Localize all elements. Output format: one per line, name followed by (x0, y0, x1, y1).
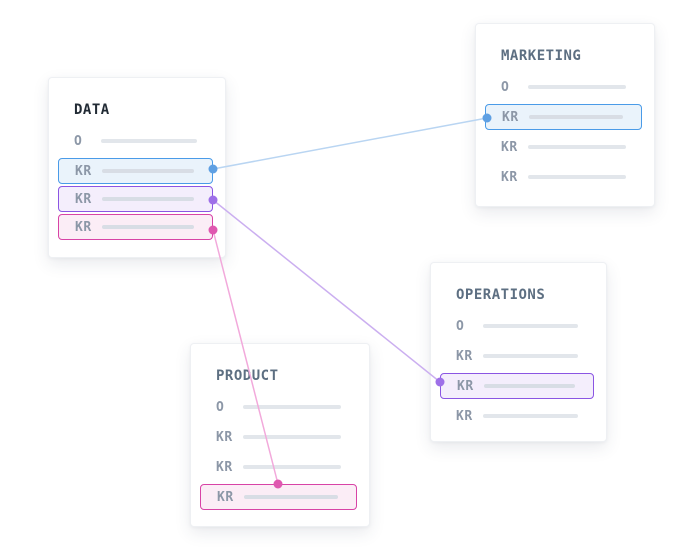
placeholder-bar (529, 115, 623, 119)
key-result-row[interactable]: KR (501, 162, 629, 192)
row-label: KR (501, 169, 518, 185)
placeholder-bar (243, 435, 341, 439)
row-label: KR (501, 139, 518, 155)
key-result-row[interactable]: KR (58, 186, 213, 212)
placeholder-bar (101, 139, 197, 143)
placeholder-bar (528, 145, 626, 149)
row-label: KR (217, 489, 234, 505)
objective-row[interactable]: O (456, 311, 581, 341)
key-result-row[interactable]: KR (456, 401, 581, 431)
key-result-row[interactable]: KR (501, 132, 629, 162)
objective-row[interactable]: O (216, 392, 344, 422)
row-label: KR (216, 429, 233, 445)
card-title: DATA (74, 102, 110, 118)
placeholder-bar (528, 85, 626, 89)
placeholder-bar (483, 414, 578, 418)
card-rows: O KR KR KR (58, 126, 213, 240)
card-title: MARKETING (501, 48, 582, 64)
row-label: KR (75, 219, 92, 235)
key-result-row[interactable]: KR (216, 422, 344, 452)
row-label: KR (75, 191, 92, 207)
key-result-row[interactable]: KR (485, 104, 642, 130)
card-product[interactable]: PRODUCT O KR KR KR (190, 343, 370, 527)
card-data[interactable]: DATA O KR KR KR (48, 77, 226, 258)
card-operations[interactable]: OPERATIONS O KR KR KR (430, 262, 607, 442)
key-result-row[interactable]: KR (456, 341, 581, 371)
card-title: PRODUCT (216, 368, 279, 384)
row-label: KR (456, 348, 473, 364)
card-marketing[interactable]: MARKETING O KR KR KR (475, 23, 655, 207)
placeholder-bar (102, 225, 194, 229)
row-label: O (456, 318, 465, 334)
key-result-row[interactable]: KR (200, 484, 357, 510)
row-label: KR (216, 459, 233, 475)
key-result-row[interactable]: KR (216, 452, 344, 482)
card-title: OPERATIONS (456, 287, 546, 303)
objective-row[interactable]: O (74, 126, 200, 156)
row-label: KR (456, 408, 473, 424)
row-label: KR (75, 163, 92, 179)
row-label: KR (502, 109, 519, 125)
row-label: O (216, 399, 225, 415)
key-result-row[interactable]: KR (440, 373, 594, 399)
placeholder-bar (483, 354, 578, 358)
connection-data-marketing (212, 117, 488, 170)
row-label: KR (457, 378, 474, 394)
placeholder-bar (102, 197, 194, 201)
placeholder-bar (102, 169, 194, 173)
card-rows: O KR KR KR (485, 72, 642, 192)
card-rows: O KR KR KR (440, 311, 594, 431)
objective-row[interactable]: O (501, 72, 629, 102)
placeholder-bar (243, 405, 341, 409)
placeholder-bar (483, 324, 578, 328)
placeholder-bar (528, 175, 626, 179)
placeholder-bar (244, 495, 338, 499)
key-result-row[interactable]: KR (58, 214, 213, 240)
placeholder-bar (243, 465, 341, 469)
key-result-row[interactable]: KR (58, 158, 213, 184)
card-rows: O KR KR KR (200, 392, 357, 510)
row-label: O (501, 79, 510, 95)
placeholder-bar (484, 384, 575, 388)
row-label: O (74, 133, 83, 149)
